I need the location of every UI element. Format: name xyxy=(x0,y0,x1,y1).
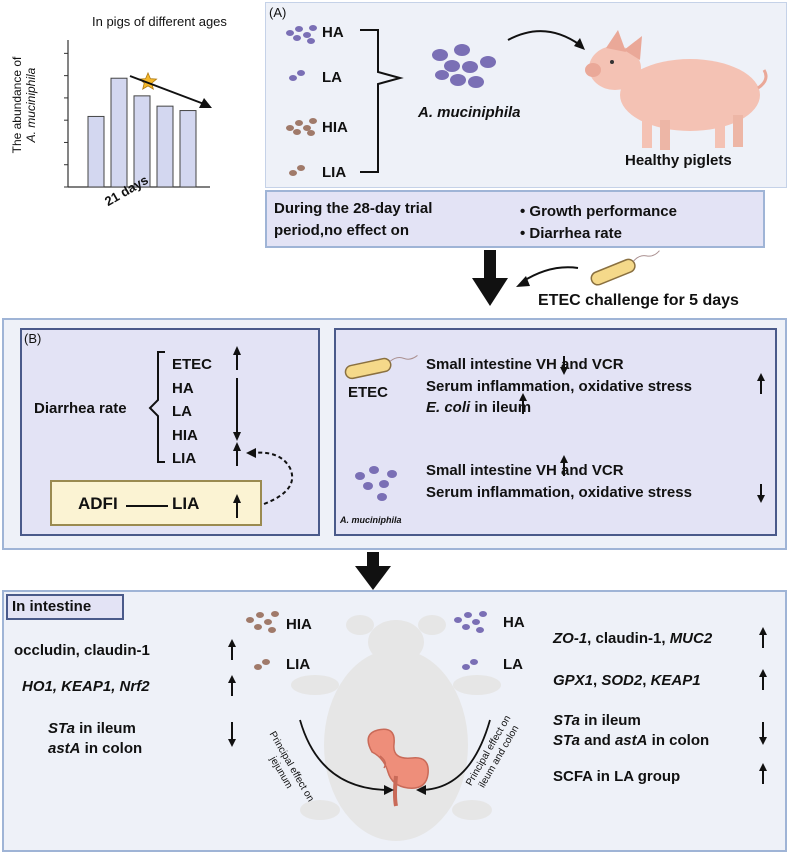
adfi-box xyxy=(50,480,262,526)
groups-down-arrow-icon xyxy=(233,378,241,441)
b-group-hia: HIA xyxy=(172,427,198,444)
la-dots-icon xyxy=(289,70,305,81)
trial-bullet-2: • Diarrhea rate xyxy=(520,225,622,242)
c-r1-up-arrow-icon xyxy=(759,627,767,648)
group-label-lia: LIA xyxy=(322,164,347,181)
adfi-up-arrow-icon xyxy=(233,494,241,518)
etec-effect-1: Small intestine VH and VCR xyxy=(426,356,624,373)
lia-dots-icon xyxy=(289,165,305,176)
trend-arrow xyxy=(129,75,205,105)
pig-silhouette-icon xyxy=(291,615,501,841)
etec-bacterium-icon xyxy=(590,250,660,286)
group-label-la: LA xyxy=(322,69,342,86)
akk-label: A. muciniphila xyxy=(340,515,402,525)
effects-box xyxy=(334,328,777,536)
right-effect-arc xyxy=(419,719,491,791)
trend-arrowhead-icon xyxy=(199,98,212,108)
c-l3-down-arrow-icon xyxy=(228,722,236,747)
akk-effect-2: Serum inflammation, oxidative stress xyxy=(426,484,692,501)
b-group-ha: HA xyxy=(172,380,194,397)
bar xyxy=(87,115,105,188)
trial-bullet-1: • Growth performance xyxy=(520,203,677,220)
bar xyxy=(179,110,197,188)
b-group-la: LA xyxy=(172,403,192,420)
c-left-effect-1: occludin, claudin-1 xyxy=(14,642,150,659)
diarrhea-rate-label: Diarrhea rate xyxy=(34,400,127,417)
hia-dots-icon xyxy=(286,118,317,136)
trial-text-line2: period,no effect on xyxy=(274,222,409,239)
group-label-ha: HA xyxy=(322,24,344,41)
c-right-effect-4: SCFA in LA group xyxy=(553,768,681,785)
c-group-lia: LIA xyxy=(286,656,311,673)
intestine-title: In intestine xyxy=(12,598,92,615)
c-right-effect-2: GPX1, SOD2, KEAP1 xyxy=(553,672,701,689)
akkermansia-cluster-icon xyxy=(432,44,496,88)
etec-challenge-label: ETEC challenge for 5 days xyxy=(538,292,739,309)
c-r4-up-arrow-icon xyxy=(759,763,767,784)
inflam-down-arrow-icon xyxy=(757,484,765,503)
ha-dots-icon xyxy=(286,25,317,44)
etec-effect-2: Serum inflammation, oxidative stress xyxy=(426,378,692,395)
diarrhea-brace xyxy=(148,351,165,463)
b-group-lia: LIA xyxy=(172,450,197,467)
dashed-link-arrow xyxy=(251,451,294,505)
trial-text-line1: During the 28-day trial xyxy=(274,200,433,217)
left-effect-arc xyxy=(299,719,391,791)
c-left-effect-3b: astA in colon xyxy=(48,740,143,757)
panel-b-label: (B) xyxy=(24,331,42,346)
c-l2-up-arrow-icon xyxy=(228,675,236,696)
bar xyxy=(110,77,128,188)
c-l1-up-arrow-icon xyxy=(228,639,236,660)
trial-box xyxy=(265,190,765,248)
bar xyxy=(133,95,151,188)
adfi-label: ADFI xyxy=(78,494,118,513)
vh-up-arrow-icon xyxy=(560,455,568,476)
c-la-dots-icon xyxy=(462,659,478,670)
etec-label: ETEC xyxy=(348,384,389,401)
bacterium-label: A. muciniphila xyxy=(418,104,521,121)
c-group-hia: HIA xyxy=(286,616,312,633)
vh-down-arrow-icon xyxy=(560,356,568,375)
c-right-effect-3b: STa and astA in colon xyxy=(553,732,710,749)
b-group-etec: ETEC xyxy=(172,356,213,373)
c-r2-up-arrow-icon xyxy=(759,669,767,690)
etec-up-arrow-icon xyxy=(233,346,241,370)
etec-rod-icon xyxy=(344,355,418,380)
inset-chart-plot xyxy=(64,40,212,188)
c-left-effect-2: HO1, KEAP1, Nrf2 xyxy=(22,678,150,695)
c-ha-dots-icon xyxy=(454,611,487,633)
c-lia-dots-icon xyxy=(254,659,270,670)
arrow-to-pig xyxy=(507,30,581,46)
adfi-lia-label: LIA xyxy=(172,494,200,513)
intestine-icon xyxy=(367,728,429,807)
intestine-title-box xyxy=(6,594,124,620)
panel-a-label: (A) xyxy=(269,5,287,20)
etec-effect-3: E. coli in ileum xyxy=(426,399,532,416)
ecoli-up-arrow-icon xyxy=(519,393,527,414)
akk-dots-icon xyxy=(355,466,397,501)
inset-chart-title: In pigs of different ages xyxy=(92,14,227,29)
c-right-effect-1: ZO-1, claudin-1, MUC2 xyxy=(553,630,713,647)
star-icon xyxy=(138,71,158,90)
piglet-icon xyxy=(585,30,768,150)
c-group-ha: HA xyxy=(503,614,525,631)
pig-label: Healthy piglets xyxy=(625,152,732,169)
c-left-effect-3a: STa in ileum xyxy=(48,720,136,737)
akk-effect-1: Small intestine VH and VCR xyxy=(426,462,624,479)
bar xyxy=(156,105,174,188)
c-r3-down-arrow-icon xyxy=(759,722,767,745)
c-right-effect-3a: STa in ileum xyxy=(553,712,641,729)
c-group-la: LA xyxy=(503,656,523,673)
lia-up-arrow-icon xyxy=(233,442,241,466)
group-label-hia: HIA xyxy=(322,119,348,136)
c-hia-dots-icon xyxy=(246,611,279,633)
group-brace xyxy=(360,29,404,173)
inflam-up-arrow-icon xyxy=(757,373,765,394)
